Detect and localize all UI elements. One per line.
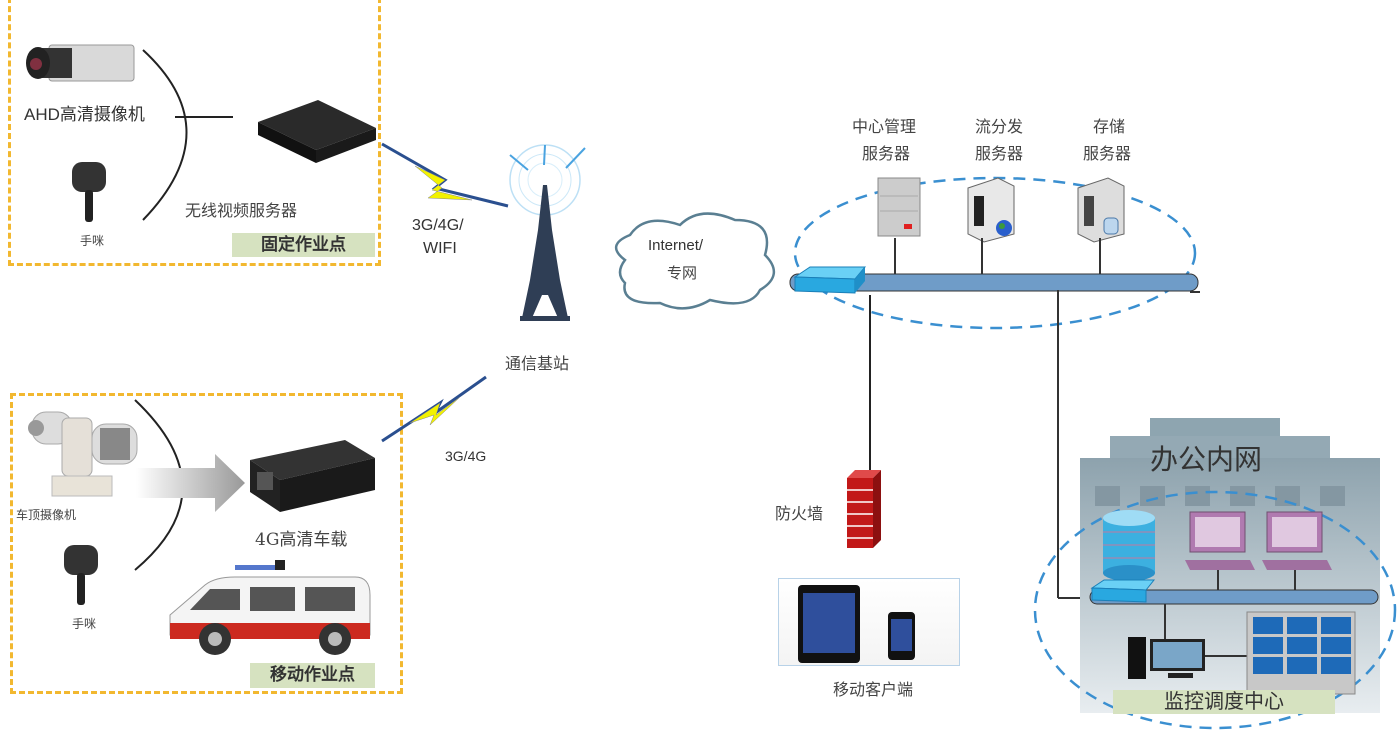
mobile-wireless-link-bolt — [381, 375, 487, 443]
fixed-link-label-1: 3G/4G/ — [412, 217, 464, 234]
smartphone-icon — [888, 612, 915, 660]
base-station-label: 通信基站 — [505, 354, 570, 373]
4g-vehicle-unit-label: 4G高清车载 — [255, 530, 348, 550]
server-2-label-2: 服务器 — [975, 144, 1024, 163]
vehicle-mic-icon — [64, 545, 98, 605]
internet-cloud-icon — [615, 212, 775, 310]
mobile-mic-label: 手咪 — [72, 617, 97, 631]
wireless-video-server-label: 无线视频服务器 — [185, 201, 298, 220]
core-switch-icon — [793, 266, 867, 294]
firewall-icon — [847, 470, 881, 548]
storage-server-icon — [1077, 177, 1125, 243]
fixed-site-tag: 固定作业点 — [232, 233, 375, 257]
database-icon — [1103, 510, 1155, 581]
mobile-client-label: 移动客户端 — [833, 680, 914, 699]
cloud-label-1: Internet/ — [648, 237, 704, 254]
base-station-tower-icon — [509, 144, 586, 321]
workstation-1-icon — [1185, 511, 1255, 570]
mobile-site-zone — [10, 393, 403, 694]
management-server-icon — [877, 177, 921, 237]
roof-camera-label: 车顶摄像机 — [16, 508, 77, 522]
fixed-mic-label: 手咪 — [80, 234, 105, 248]
monitoring-pc-icon — [1128, 637, 1205, 679]
fixed-connector — [142, 49, 233, 221]
fixed-site-zone — [8, 0, 381, 266]
mobile-site-tag: 移动作业点 — [250, 663, 375, 688]
ahd-camera-icon — [26, 44, 135, 82]
server-3-label-2: 服务器 — [1083, 144, 1132, 163]
server-1-label-2: 服务器 — [862, 144, 911, 163]
mobile-link-label: 3G/4G — [445, 448, 487, 464]
fixed-wireless-link-bolt — [381, 142, 509, 208]
workstation-2-icon — [1262, 511, 1332, 570]
office-intranet-title: 办公内网 — [1150, 444, 1263, 475]
server-cluster-ellipse — [793, 176, 1197, 330]
server-1-label-1: 中心管理 — [852, 117, 917, 136]
handheld-mic-icon — [72, 162, 106, 222]
mobile-connector — [134, 399, 245, 571]
server-2-label-1: 流分发 — [975, 117, 1024, 136]
office-switch-icon — [1090, 579, 1156, 603]
roof-camera-icon — [28, 411, 138, 497]
firewall-label: 防火墙 — [775, 504, 824, 523]
tablet-icon — [798, 585, 860, 663]
dispatch-center-ellipse — [1033, 490, 1397, 730]
4g-vehicle-unit-icon — [250, 440, 375, 512]
ahd-camera-label: AHD高清摄像机 — [24, 105, 145, 124]
ambulance-van-icon — [169, 560, 371, 655]
video-wall-icon — [1246, 611, 1356, 695]
dispatch-center-tag: 监控调度中心 — [1113, 690, 1335, 714]
fixed-link-label-2: WIFI — [423, 240, 457, 257]
stream-server-icon — [967, 177, 1015, 243]
server-3-label-1: 存储 — [1093, 117, 1126, 136]
cloud-label-2: 专网 — [667, 264, 698, 282]
wireless-video-server-icon — [258, 100, 376, 163]
